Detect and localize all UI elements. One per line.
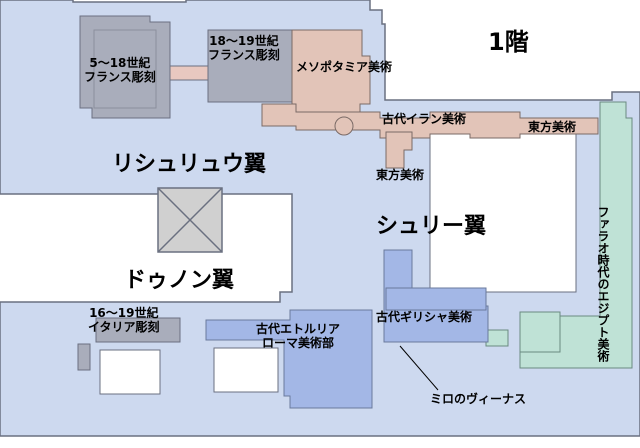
label-richelieu-wing: リシュリュウ翼 xyxy=(112,152,267,177)
italian-sculpture-area xyxy=(95,317,181,343)
label-venus: ミロのヴィーナス xyxy=(430,392,527,406)
floor-label: 1階 xyxy=(488,28,529,56)
mesopotamia-area xyxy=(291,29,371,119)
etruscan-area xyxy=(205,309,373,409)
italian-sculpture-annex xyxy=(77,343,91,371)
sully-courtyard xyxy=(429,129,577,293)
egypt-annex xyxy=(519,311,561,353)
label-oriental-left: 東方美術 xyxy=(376,168,425,182)
oriental-left-area xyxy=(385,131,413,169)
french-sculpture-5-18-area xyxy=(79,15,171,119)
label-greek: 古代ギリシャ美術 xyxy=(376,310,473,324)
label-line: 18～19世紀 xyxy=(209,34,279,48)
label-sully-wing: シュリー翼 xyxy=(376,214,487,239)
denon-courtyard-right xyxy=(213,347,279,393)
french-sculpture-18-19-area xyxy=(207,29,295,103)
denon-courtyard-left xyxy=(99,349,161,395)
egypt-area xyxy=(519,101,633,369)
venus-pointer xyxy=(399,345,439,391)
label-etruscan: 古代エトルリア ローマ美術部 xyxy=(256,322,340,350)
label-line: イタリア彫刻 xyxy=(88,320,160,334)
french-sculpture-5-18-inner xyxy=(93,29,157,109)
label-denon-wing: ドゥノン翼 xyxy=(124,268,235,293)
label-line: ローマ美術部 xyxy=(262,336,335,350)
sculpture-connector xyxy=(169,65,209,81)
label-line: フランス彫刻 xyxy=(84,70,156,84)
label-french-sculpture-5-18: 5～18世紀 フランス彫刻 xyxy=(84,56,156,84)
label-line: 16～19世紀 xyxy=(89,306,159,320)
label-french-sculpture-18-19: 18～19世紀 フランス彫刻 xyxy=(208,34,280,62)
label-line: 古代エトルリア xyxy=(256,322,341,336)
label-egypt: ファラオ時代のエジプト美術 xyxy=(596,206,610,362)
label-line: フランス彫刻 xyxy=(208,48,280,62)
greek-corridor xyxy=(385,287,487,311)
egypt-stairs xyxy=(485,329,509,347)
greek-area xyxy=(383,249,489,343)
label-line: 5～18世紀 xyxy=(89,56,151,70)
label-italian-sculpture: 16～19世紀 イタリア彫刻 xyxy=(88,306,160,334)
label-mesopotamia: メソポタミア美術 xyxy=(296,60,393,74)
rotunda xyxy=(334,116,354,136)
label-oriental-right: 東方美術 xyxy=(528,120,577,134)
label-ancient-iran: 古代イラン美術 xyxy=(382,112,467,126)
